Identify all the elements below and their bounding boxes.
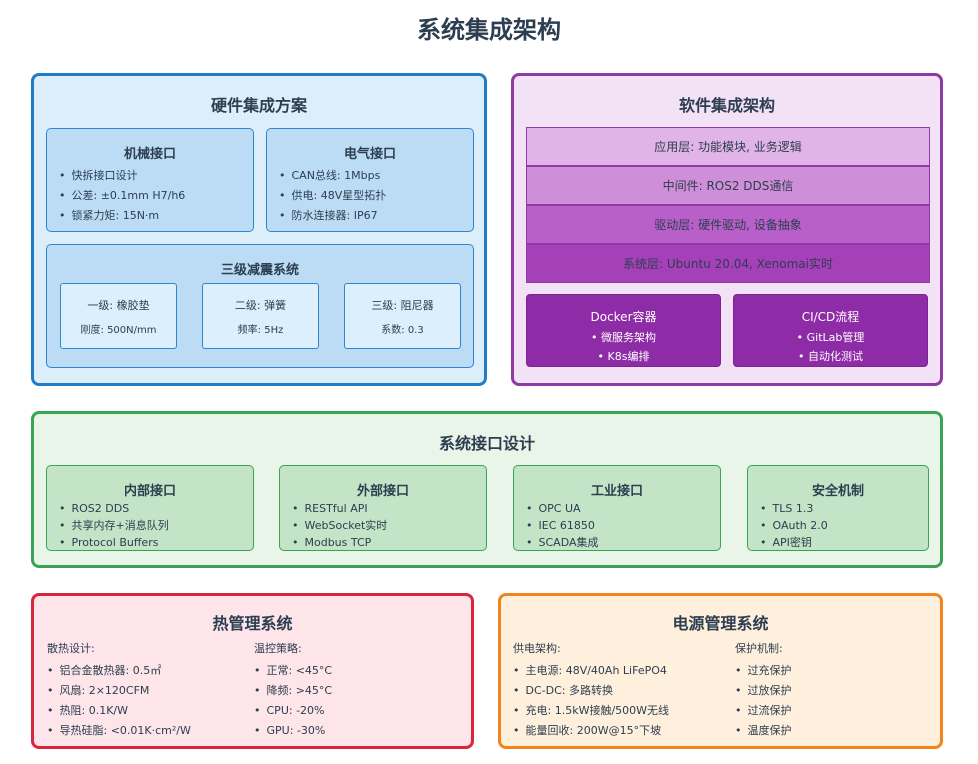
industrial-item: SCADA集成 [526, 534, 599, 551]
internal-item: Protocol Buffers [59, 534, 169, 551]
power-supply-item: 充电: 1.5kW接触/500W无线 [513, 701, 670, 721]
internal-item: 共享内存+消息队列 [59, 517, 169, 534]
thermal-strategy-heading: 温控策略: [254, 642, 302, 655]
layer-application: 应用层: 功能模块, 业务逻辑 [526, 127, 930, 166]
security-item: OAuth 2.0 [760, 517, 828, 534]
thermal-strategy-item: GPU: -30% [254, 721, 332, 741]
cicd-box: CI/CD流程 GitLab管理 自动化测试 [733, 294, 928, 367]
power-protection-column: 保护机制: 过充保护 过放保护 过流保护 温度保护 [735, 640, 792, 741]
security-item: API密钥 [760, 534, 828, 551]
power-supply-item: 主电源: 48V/40Ah LiFePO4 [513, 661, 669, 681]
thermal-title: 热管理系统 [212, 614, 293, 633]
power-protection-item: 过流保护 [735, 701, 792, 721]
damping-stage-2: 二级: 弹簧 频率: 5Hz [202, 283, 319, 349]
power-supply-item: DC-DC: 多路转换 [513, 681, 669, 701]
hardware-title: 硬件集成方案 [210, 96, 307, 115]
interface-panel: 系统接口设计 内部接口 ROS2 DDS 共享内存+消息队列 Protocol … [31, 411, 943, 568]
external-item: Modbus TCP [292, 534, 387, 551]
software-panel: 软件集成架构 应用层: 功能模块, 业务逻辑 中间件: ROS2 DDS通信 驱… [511, 73, 943, 386]
stage-value: 系数: 0.3 [381, 325, 424, 336]
thermal-strategy-column: 温控策略: 正常: <45°C 降频: >45°C CPU: -20% GPU:… [254, 640, 332, 741]
security-item: TLS 1.3 [760, 500, 828, 517]
stage-name: 二级: 弹簧 [234, 299, 287, 312]
thermal-strategy-item: CPU: -20% [254, 701, 332, 721]
cicd-item: GitLab管理 [734, 328, 927, 347]
power-protection-item: 过放保护 [735, 681, 792, 701]
docker-box: Docker容器 微服务架构 K8s编排 [526, 294, 721, 367]
damping-title: 三级减震系统 [220, 263, 299, 278]
external-title: 外部接口 [356, 484, 409, 499]
external-item: RESTful API [292, 500, 387, 517]
electrical-item: 防水连接器: IP67 [279, 206, 386, 226]
power-supply-column: 供电架构: 主电源: 48V/40Ah LiFePO4 DC-DC: 多路转换 … [513, 640, 669, 741]
cicd-title: CI/CD流程 [801, 310, 860, 324]
internal-title: 内部接口 [123, 484, 176, 499]
thermal-design-item: 热阻: 0.1K/W [47, 701, 191, 721]
cicd-item: 自动化测试 [734, 347, 927, 366]
thermal-design-heading: 散热设计: [47, 642, 95, 655]
mechanical-item: 快拆接口设计 [59, 166, 185, 186]
mechanical-item: 公差: ±0.1mm H7/h6 [59, 186, 186, 206]
page-title: 系统集成架构 [417, 16, 561, 44]
security-box: 安全机制 TLS 1.3 OAuth 2.0 API密钥 [747, 465, 929, 551]
stage-value: 刚度: 500N/mm [80, 325, 157, 336]
electrical-title: 电气接口 [343, 147, 396, 162]
thermal-design-column: 散热设计: 铝合金散热器: 0.5㎡ 风扇: 2×120CFM 热阻: 0.1K… [47, 640, 191, 741]
docker-item: 微服务架构 [527, 328, 720, 347]
power-panel: 电源管理系统 供电架构: 主电源: 48V/40Ah LiFePO4 DC-DC… [498, 593, 943, 749]
industrial-interface-box: 工业接口 OPC UA IEC 61850 SCADA集成 [513, 465, 721, 551]
software-title: 软件集成架构 [678, 96, 775, 115]
electrical-item: 供电: 48V星型拓扑 [279, 186, 387, 206]
industrial-title: 工业接口 [590, 484, 643, 499]
layer-driver: 驱动层: 硬件驱动, 设备抽象 [526, 205, 930, 244]
internal-item: ROS2 DDS [59, 500, 169, 517]
docker-title: Docker容器 [590, 310, 657, 324]
thermal-design-item: 铝合金散热器: 0.5㎡ [47, 661, 191, 681]
external-interface-box: 外部接口 RESTful API WebSocket实时 Modbus TCP [279, 465, 487, 551]
docker-item: K8s编排 [527, 347, 720, 366]
internal-interface-box: 内部接口 ROS2 DDS 共享内存+消息队列 Protocol Buffers [46, 465, 254, 551]
electrical-list: CAN总线: 1Mbps 供电: 48V星型拓扑 防水连接器: IP67 [279, 166, 387, 226]
power-title: 电源管理系统 [672, 614, 769, 633]
thermal-strategy-item: 降频: >45°C [254, 681, 333, 701]
power-protection-item: 温度保护 [735, 721, 792, 741]
thermal-panel: 热管理系统 散热设计: 铝合金散热器: 0.5㎡ 风扇: 2×120CFM 热阻… [31, 593, 474, 749]
thermal-design-item: 风扇: 2×120CFM [47, 681, 191, 701]
stage-name: 三级: 阻尼器 [371, 299, 434, 312]
stage-name: 一级: 橡胶垫 [87, 299, 150, 312]
electrical-item: CAN总线: 1Mbps [279, 166, 386, 186]
stage-value: 频率: 5Hz [237, 325, 284, 336]
industrial-item: OPC UA [526, 500, 599, 517]
mechanical-title: 机械接口 [123, 147, 176, 162]
power-protection-heading: 保护机制: [735, 642, 783, 655]
mechanical-list: 快拆接口设计 公差: ±0.1mm H7/h6 锁紧力矩: 15N·m [59, 166, 186, 226]
power-protection-item: 过充保护 [735, 661, 792, 681]
layer-system: 系统层: Ubuntu 20.04, Xenomai实时 [526, 244, 930, 283]
external-item: WebSocket实时 [292, 517, 388, 534]
damping-system-box: 三级减震系统 一级: 橡胶垫 刚度: 500N/mm 二级: 弹簧 频率: 5H… [46, 244, 474, 368]
security-title: 安全机制 [811, 484, 864, 499]
interface-title: 系统接口设计 [438, 434, 535, 453]
layer-middleware: 中间件: ROS2 DDS通信 [526, 166, 930, 205]
power-supply-heading: 供电架构: [513, 642, 561, 655]
damping-stage-1: 一级: 橡胶垫 刚度: 500N/mm [60, 283, 177, 349]
damping-stage-3: 三级: 阻尼器 系数: 0.3 [344, 283, 461, 349]
thermal-design-item: 导热硅脂: <0.01K·cm²/W [47, 721, 191, 741]
industrial-item: IEC 61850 [526, 517, 599, 534]
thermal-strategy-item: 正常: <45°C [254, 661, 333, 681]
electrical-interface-box: 电气接口 CAN总线: 1Mbps 供电: 48V星型拓扑 防水连接器: IP6… [266, 128, 474, 232]
mechanical-interface-box: 机械接口 快拆接口设计 公差: ±0.1mm H7/h6 锁紧力矩: 15N·m [46, 128, 254, 232]
power-supply-item: 能量回收: 200W@15°下坡 [513, 721, 669, 741]
hardware-panel: 硬件集成方案 机械接口 快拆接口设计 公差: ±0.1mm H7/h6 锁紧力矩… [31, 73, 487, 386]
mechanical-item: 锁紧力矩: 15N·m [59, 206, 185, 226]
